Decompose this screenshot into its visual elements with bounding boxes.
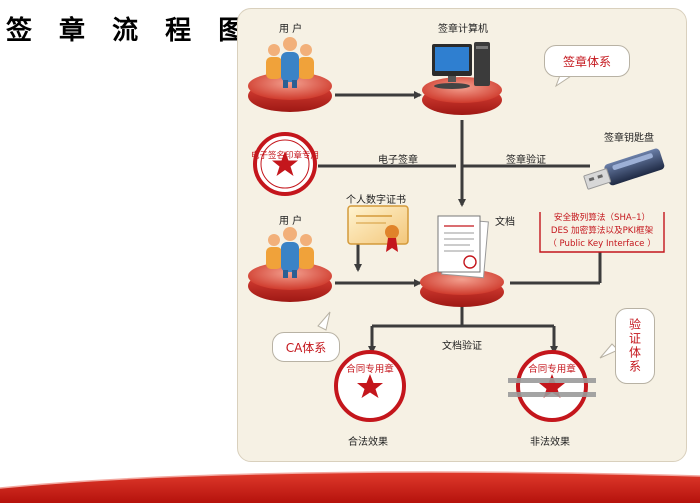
label-personal-cert: 个人数字证书: [346, 195, 406, 206]
algo-bracket: [539, 212, 665, 253]
legal-seal-text: 合同专用章: [346, 363, 394, 375]
illegal-seal-icon: [508, 350, 596, 422]
ca-bubble-text: CA体系: [285, 340, 327, 355]
bottom-decor-band: [0, 471, 700, 503]
ca-bubble: CA体系: [272, 332, 340, 362]
algorithm-text: 安全散列算法（SHA–1） DES 加密算法以及PKI框架 （ Public K…: [539, 212, 665, 251]
pedestal-user-top: [248, 72, 332, 112]
pedestal-user-bottom: [248, 262, 332, 302]
users-bottom-icon: [266, 227, 314, 278]
certificate-icon: [347, 205, 409, 252]
verify-bubble: 验证体系: [615, 308, 655, 384]
e-seal-icon: [253, 132, 317, 196]
algo-line-1: 安全散列算法（SHA–1）: [553, 213, 651, 223]
page-title: 签 章 流 程 图: [6, 16, 254, 46]
label-key-disk: 签章钥匙盘: [604, 133, 654, 144]
bubble-tail-ca: [317, 311, 331, 331]
label-sign-verify: 签章验证: [506, 155, 546, 166]
label-illegal: 非法效果: [530, 437, 570, 448]
verify-bubble-text: 验证体系: [627, 318, 642, 374]
label-document: 文档: [495, 217, 515, 228]
label-e-signature: 电子签章: [378, 155, 418, 166]
label-legal: 合法效果: [348, 437, 388, 448]
label-computer: 签章计算机: [438, 24, 488, 35]
system-bubble: 签章体系: [544, 45, 630, 77]
label-user-bottom: 用 户: [279, 216, 303, 227]
computer-icon: [432, 42, 490, 89]
document-icon: [437, 215, 489, 279]
algo-line-3: （ Public Key Interface ）: [548, 239, 656, 249]
label-doc-verify: 文档验证: [442, 341, 482, 352]
e-seal-text: 电子签名印章专用: [251, 150, 319, 161]
illegal-seal-text: 合同专用章: [528, 363, 576, 375]
users-top-icon: [266, 37, 314, 88]
usb-key-icon: [583, 148, 665, 190]
system-bubble-text: 签章体系: [562, 54, 611, 69]
algo-line-2: DES 加密算法以及PKI框架: [550, 226, 654, 236]
label-user-top: 用 户: [279, 24, 303, 35]
legal-seal-icon: [334, 350, 406, 422]
connectors: [318, 91, 602, 354]
